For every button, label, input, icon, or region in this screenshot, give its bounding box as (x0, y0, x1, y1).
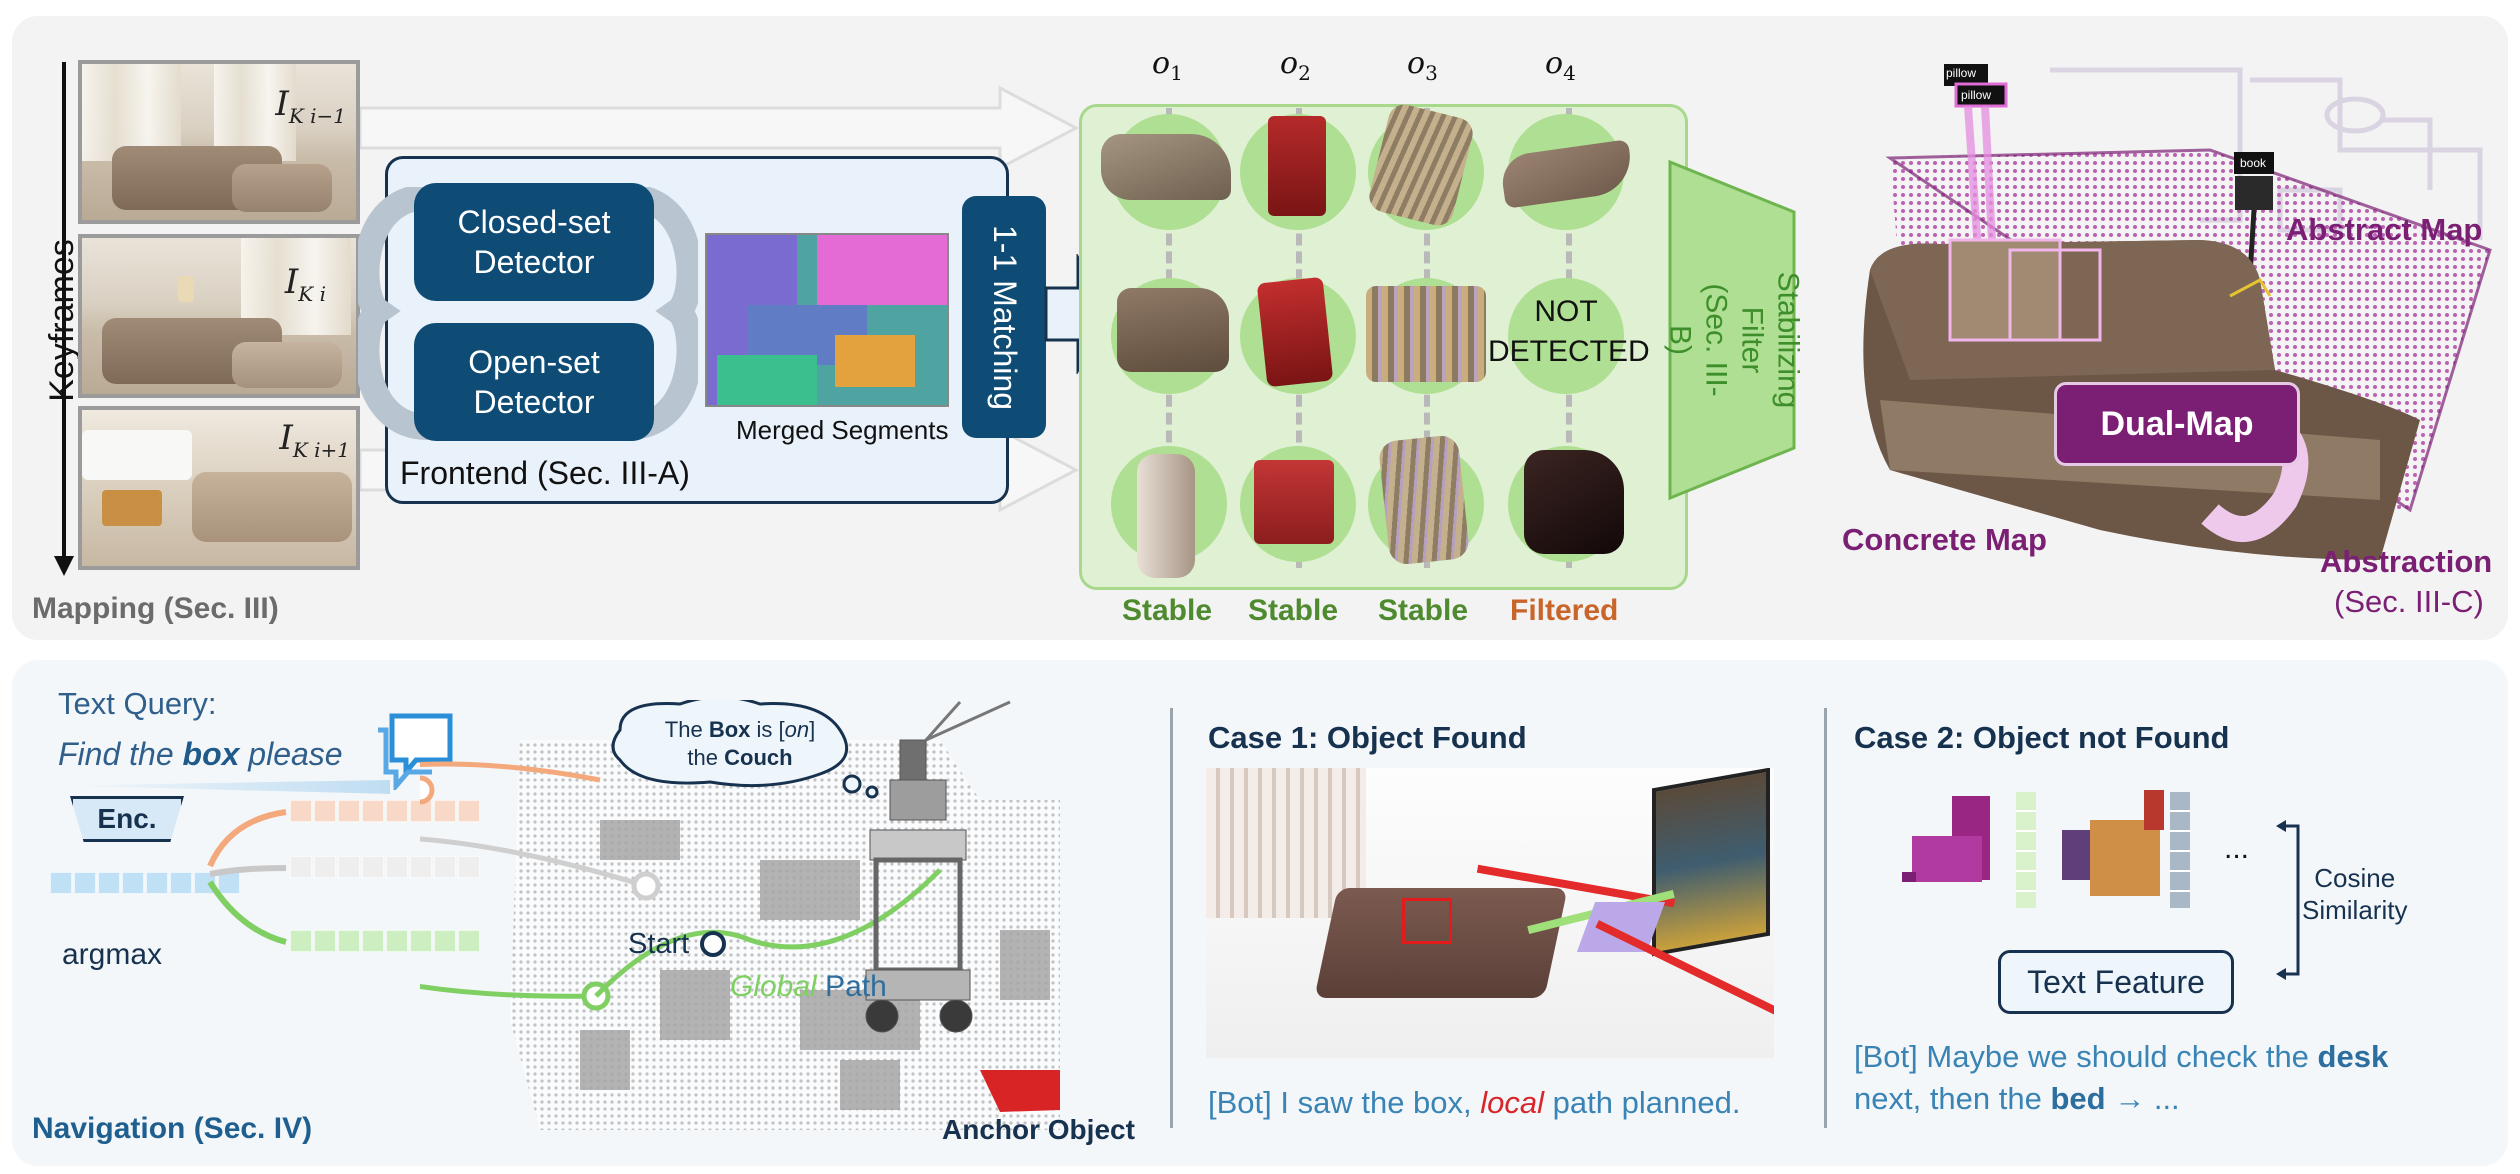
object-1-frame-3 (1111, 446, 1227, 578)
case-2-object-1 (1902, 796, 2002, 896)
matching-box (962, 196, 1046, 438)
case-2-embedding-1 (2016, 792, 2036, 908)
navigation-section-label: Navigation (Sec. IV) (32, 1112, 313, 1145)
dual-map-box: Dual-Map (2054, 382, 2300, 466)
case-divider-1 (1170, 708, 1173, 1128)
object-4-frame-2: NOT DETECTED (1488, 278, 1650, 394)
relation-bubble-text: The Box is [on] the Couch (664, 717, 816, 770)
object-4-status: Filtered (1510, 594, 1619, 627)
stabilizing-filter-wrap: Stabilizing Filter (Sec. III-B) (1663, 210, 1804, 470)
encoder-box: Enc. (70, 796, 184, 842)
case-2-ellipsis: ... (2224, 832, 2250, 865)
similarity-arrows (207, 809, 287, 945)
abstraction-label: Abstraction (2320, 544, 2493, 579)
object-header-1: o1 (1152, 46, 1183, 85)
matching-label-wrap: 1-1 Matching (962, 196, 1046, 438)
query-embedding (50, 872, 242, 896)
navigation-map (420, 700, 1060, 1130)
object-embedding-2 (290, 856, 482, 880)
closed-set-detector: Closed-set Detector (414, 183, 654, 301)
case-1-title: Case 1: Object Found (1208, 720, 1527, 755)
keyframe-image-next: IK i+1 (78, 406, 360, 570)
case-2-title: Case 2: Object not Found (1854, 720, 2230, 755)
object-header-2: o2 (1280, 46, 1311, 85)
frontend-box: Closed-set Detector Open-set Detector Me… (358, 156, 1009, 504)
object-embedding-3 (290, 930, 482, 954)
case-2-embedding-2 (2170, 792, 2190, 908)
mapping-section-label: Mapping (Sec. III) (32, 592, 279, 625)
object-header-3: o3 (1407, 46, 1438, 85)
chat-icon (378, 713, 453, 790)
stabilizing-filter-shape (1668, 160, 1796, 500)
frontend-title: Frontend (Sec. III-A) (400, 455, 690, 491)
object-3-frame-3 (1368, 434, 1484, 566)
abstraction-sec-label: (Sec. III-C) (2334, 584, 2484, 619)
case-1-text: [Bot] I saw the box, local path planned. (1208, 1085, 1741, 1120)
text-query-label: Text Query: (58, 686, 217, 721)
object-2-frame-2 (1240, 276, 1356, 394)
object-4-frame-1 (1499, 114, 1635, 230)
object-1-status: Stable (1122, 594, 1213, 627)
object-1-frame-1 (1101, 114, 1231, 230)
object-2-status: Stable (1248, 594, 1339, 627)
object-3-frame-2 (1366, 278, 1486, 394)
tag-pillow-2: pillow (1961, 88, 1992, 102)
anchor-object-label: Anchor Object (942, 1114, 1135, 1145)
merged-segments-image (705, 233, 949, 407)
argmax-label: argmax (62, 938, 163, 971)
object-2-frame-3 (1240, 446, 1356, 562)
object-1-frame-2 (1111, 278, 1229, 394)
case-1-scene (1206, 768, 1774, 1058)
object-2-frame-1 (1240, 114, 1356, 230)
object-embedding-1 (290, 800, 482, 824)
keyframes-axis-label: Keyframes (42, 238, 81, 402)
text-feature-box: Text Feature (1998, 950, 2234, 1014)
not-detected-label: NOT DETECTED (1488, 295, 1650, 368)
object-header-4: o4 (1545, 46, 1576, 85)
start-label: Start (628, 928, 690, 960)
object-4-frame-3 (1508, 446, 1624, 562)
tag-book: book (2240, 156, 2267, 170)
open-set-detector: Open-set Detector (414, 323, 654, 441)
cosine-bracket (2276, 820, 2300, 980)
object-3-frame-1 (1365, 101, 1484, 230)
cosine-similarity-label: Cosine Similarity (2302, 863, 2408, 925)
concrete-map-label: Concrete Map (1842, 522, 2047, 557)
case-2-object-2 (2062, 790, 2168, 922)
abstract-map-label: Abstract Map (2286, 212, 2483, 247)
tag-pillow-1: pillow (1946, 66, 1977, 80)
matching-label: 1-1 Matching (986, 224, 1023, 410)
detector-bracket (358, 187, 698, 440)
global-path-label: Global Path (730, 970, 887, 1003)
case-divider-2 (1824, 708, 1827, 1128)
case-2-text: [Bot] Maybe we should check the desk nex… (1854, 1039, 2389, 1116)
text-query: Find the box please (58, 736, 343, 772)
keyframe-image-current: IK i (78, 234, 360, 398)
dual-map-scene (1863, 64, 2492, 560)
object-3-status: Stable (1378, 594, 1469, 627)
merged-segments-label: Merged Segments (736, 415, 949, 445)
keyframe-image-prev: IK i−1 (78, 60, 360, 224)
keyframe-axis-arrow (54, 62, 74, 576)
